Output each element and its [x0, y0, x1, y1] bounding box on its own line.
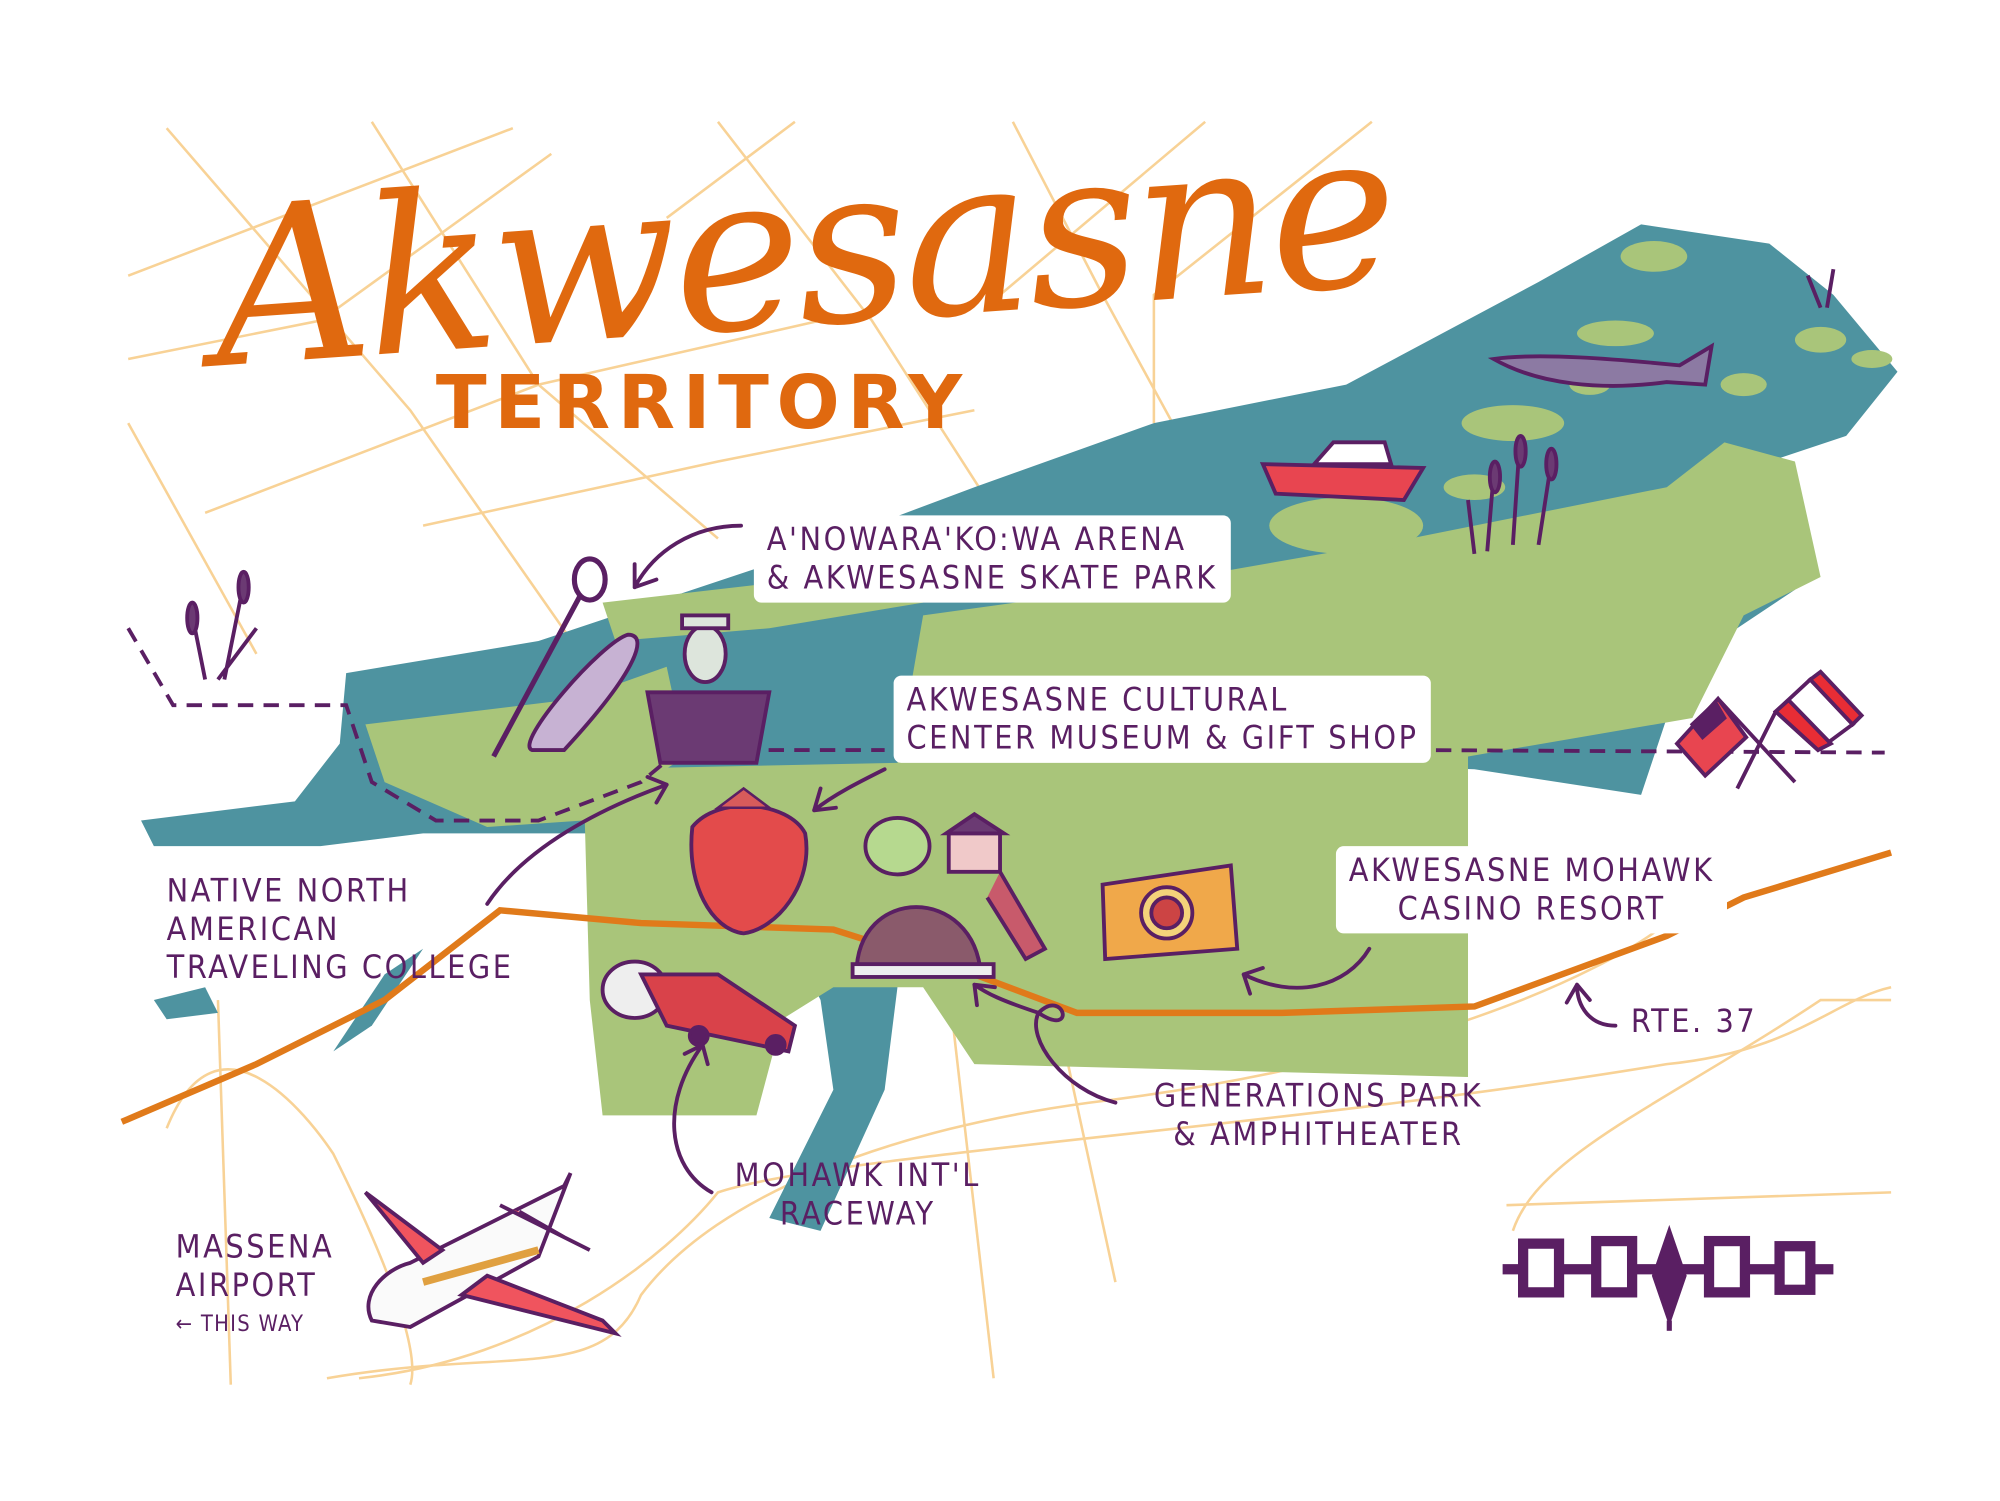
label-line: RACEWAY	[779, 1194, 936, 1233]
label-line: MASSENA	[175, 1228, 335, 1266]
canada-flag-icon	[1735, 669, 1865, 790]
lacrosse-stick-icon	[491, 556, 608, 758]
label-line: AKWESASNE CULTURAL	[906, 680, 1289, 718]
label-line: AIRPORT	[175, 1266, 318, 1304]
map-subtitle: TERRITORY	[435, 358, 970, 447]
airplane-icon	[363, 1172, 622, 1337]
label-line: A'NOWARA'KO:WA ARENA	[766, 520, 1187, 558]
label-line: ← THIS WAY	[175, 1311, 305, 1338]
border-line	[126, 627, 1885, 823]
label-line: GENERATIONS PARK	[1153, 1076, 1484, 1115]
label-line: AMERICAN	[166, 910, 340, 948]
bust-icon	[645, 613, 772, 765]
wampum-belt-icon	[1502, 1224, 1834, 1331]
label-casino: AKWESASNE MOHAWK CASINO RESORT	[1335, 846, 1728, 934]
sturgeon-icon	[1487, 342, 1715, 388]
label-arena: A'NOWARA'KO:WA ARENA & AKWESASNE SKATE P…	[753, 515, 1231, 603]
race-car-icon	[600, 959, 798, 1056]
casino-sign-icon	[1100, 863, 1240, 962]
label-line: NATIVE NORTH	[166, 871, 411, 910]
label-line: TRAVELING COLLEGE	[166, 948, 514, 986]
label-line: MOHAWK INT'L	[734, 1156, 981, 1194]
skateboard-icon	[527, 632, 640, 752]
label-route-37: RTE. 37	[1630, 1002, 1758, 1040]
label-cultural-center: AKWESASNE CULTURAL CENTER MUSEUM & GIFT …	[893, 675, 1432, 763]
label-raceway: MOHAWK INT'L RACEWAY	[735, 1156, 981, 1233]
us-flag-icon	[1674, 695, 1797, 784]
label-airport: MASSENA AIRPORT ← THIS WAY	[176, 1228, 335, 1343]
label-line: CENTER MUSEUM & GIFT SHOP	[906, 719, 1419, 757]
label-line: & AMPHITHEATER	[1173, 1115, 1464, 1153]
cattails-icon	[185, 268, 1836, 681]
strawberry-icon	[689, 786, 809, 936]
label-line: & AKWESASNE SKATE PARK	[766, 558, 1218, 597]
label-college: NATIVE NORTH AMERICAN TRAVELING COLLEGE	[167, 872, 514, 987]
label-generations-park: GENERATIONS PARK & AMPHITHEATER	[1154, 1077, 1483, 1154]
label-line: CASINO RESORT	[1397, 889, 1666, 927]
boat-icon	[1259, 440, 1427, 502]
playground-icon	[850, 811, 1048, 979]
label-line: AKWESASNE MOHAWK	[1348, 851, 1715, 889]
